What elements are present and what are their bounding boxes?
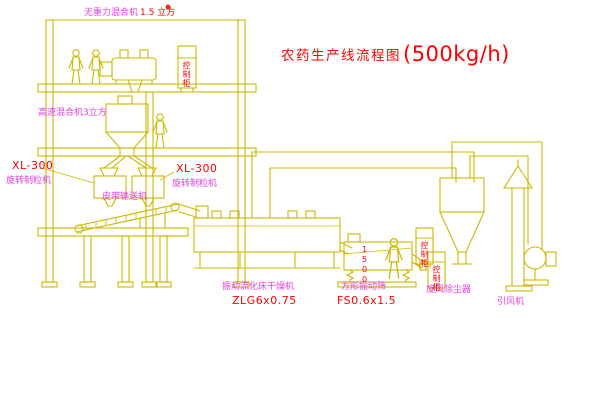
screen-deckbox [343,241,413,271]
fluid-bed-dryer [193,205,341,269]
building-structure [37,19,257,288]
cyclone-dust-collector [439,141,485,265]
stack-base [505,285,533,292]
leader-line-right [159,171,175,181]
fan-base [523,279,549,286]
pier-1 [83,235,92,283]
column-footings [41,281,250,288]
granulator-right [131,167,165,207]
mixer-drum [111,57,157,81]
exhaust-stack [502,159,534,292]
label-granulator-left-name: 旋转制粒机 [6,176,52,186]
dust-outlet [457,251,467,265]
belt-hatching [85,206,167,230]
fan-scroll [523,246,547,270]
cyclone-cone [439,211,485,253]
operator-figure [68,49,84,85]
pier-2 [121,235,130,283]
cyclone-to-fan-duct [451,141,543,251]
spout-end [419,259,427,271]
vortex-finder [451,141,471,179]
dryer-legs-base [193,251,341,269]
exhaust-duct [251,151,475,219]
label-dryer-name: 振动流化床干燥机 [222,282,295,292]
column-left [45,19,54,283]
discharge-cone [127,79,143,93]
title-text: 农药生产线流程图 [281,48,401,64]
cabinet-1-text: 控制柜 [182,61,191,88]
control-cabinet-3 [427,251,446,292]
label-cyclone: 旋风除尘器 [426,285,472,295]
label-granulator-right-model: XL-300 [176,162,218,175]
screen-deck [343,247,413,255]
stack-pipe [511,187,525,287]
vibrating-screen [337,233,427,288]
screen-base [337,281,417,288]
label-screen-dimension: 1500 [360,245,369,285]
screen-springs [345,269,411,283]
label-belt-conveyor: 皮带输送机 [102,192,148,202]
rain-cap [502,164,534,189]
belt-conveyor [74,202,201,234]
induced-draft-fan [523,246,557,286]
leader-line-left [41,167,95,184]
mixer-cone [104,131,150,149]
belt-lines [75,203,179,233]
y-splitter-chute [103,155,153,169]
control-cabinet-1 [177,45,197,92]
title-capacity: (500kg/h) [403,42,510,66]
label-screen-model: FS0.6x1.5 [337,294,397,307]
gravity-free-mixer [99,49,157,93]
cabinet-3-text: 控制柜 [432,265,441,292]
label-high-speed-mixer: 高速混合机3立方 [38,108,107,118]
through-slab-chute [119,147,135,157]
dryer-body [193,217,341,253]
floor-slab-mid [37,147,257,157]
label-screen-name: 方形振动筛 [341,282,387,292]
label-granulator-left-model: XL-300 [12,159,54,172]
cyclone-body [439,177,485,213]
label-dryer-model: ZLG6x0.75 [232,294,297,307]
floor-slab-top [37,83,257,93]
cabinet-2-text: 控制柜 [420,241,429,268]
mixer-legs [115,79,153,85]
tail-pulley [74,224,84,234]
high-speed-mixer [103,95,153,169]
operator-figure [385,238,403,279]
top-port [229,210,240,219]
pier-3 [159,235,168,283]
feed-port [119,49,129,59]
top-port [287,210,298,219]
top-port [305,210,316,219]
operator-figure [88,49,104,85]
operator-figure [152,113,168,149]
conveyor-legs [139,212,166,229]
mixer-vessel [105,103,149,133]
top-port [211,210,222,219]
mixer-motor [117,95,133,105]
floor-slab-low [37,227,189,237]
feed-port [139,49,149,59]
screen-feed-chute [339,241,353,255]
drawing-title: 农药生产线流程图 (500kg/h) [281,42,510,66]
head-pulley [170,202,180,212]
label-granulator-right-name: 旋转制粒机 [172,179,218,189]
label-fan: 引风机 [497,297,525,307]
marker-dot [165,4,171,10]
screen-inlet [347,233,361,243]
column-right [237,19,246,283]
dryer-inlet [195,205,209,219]
granulator-left [93,167,127,207]
fan-motor [545,251,557,267]
column-middle [145,91,154,283]
